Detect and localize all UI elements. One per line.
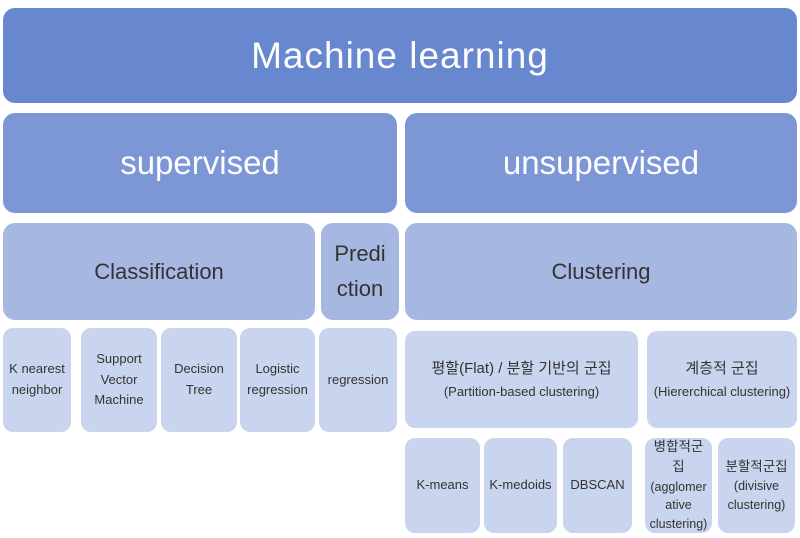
regression-label: regression [327,371,389,387]
supervised-label: supervised [120,144,280,181]
partition-clustering-english-label: (Partition-based clustering) [443,384,600,400]
hierarchical-clustering-korean-label: 계층적 군집 [685,359,759,377]
leaf-k-nearest-neighbor: K nearest neighbor [3,328,71,432]
divisive-korean-label: 분할적군집 [725,458,788,474]
support-vector-machine-label: Support Vector Machine [94,350,144,408]
prediction-label-line2: ction [336,275,384,301]
leaf-divisive-clustering: 분할적군집 (divisive clustering) [718,438,795,533]
classification-box: Classification [3,223,315,320]
machine-learning-label: Machine learning [251,34,549,76]
leaf-dbscan: DBSCAN [563,438,632,533]
prediction-label-line1: Predi [334,241,386,267]
prediction-box: Predi ction [321,223,399,320]
unsupervised-box: unsupervised [405,113,797,213]
hierarchical-clustering-english-label: (Hiererchical clustering) [653,384,791,400]
dbscan-label: DBSCAN [570,477,625,493]
logistic-regression-label: Logistic regression [247,361,308,397]
k-nearest-neighbor-label: K nearest neighbor [9,361,65,397]
leaf-agglomerative-clustering: 병합적군집 (agglomerative clustering) [645,438,712,533]
agglomerative-english-label: (agglomerative clustering) [649,479,708,532]
decision-tree-label: Decision Tree [174,361,224,397]
clustering-label: Clustering [551,258,651,284]
supervised-box: supervised [3,113,397,213]
leaf-logistic-regression: Logistic regression [240,328,315,432]
machine-learning-root-box: Machine learning [3,8,797,103]
partition-clustering-korean-label: 평할(Flat) / 분할 기반의 군집 [431,359,612,377]
leaf-support-vector-machine: Support Vector Machine [81,328,157,432]
agglomerative-korean-label: 병합적군집 [653,439,704,475]
clustering-box: Clustering [405,223,797,320]
leaf-k-means: K-means [405,438,480,533]
classification-label: Classification [94,258,224,284]
leaf-regression: regression [319,328,397,432]
k-medoids-label: K-medoids [489,477,552,493]
unsupervised-label: unsupervised [502,144,700,181]
k-means-label: K-means [416,477,469,493]
leaf-decision-tree: Decision Tree [161,328,237,432]
leaf-k-medoids: K-medoids [484,438,557,533]
divisive-english-label: (divisive clustering) [727,478,786,512]
partition-based-clustering-box: 평할(Flat) / 분할 기반의 군집 (Partition-based cl… [405,331,638,428]
hierarchical-clustering-box: 계층적 군집 (Hiererchical clustering) [647,331,797,428]
